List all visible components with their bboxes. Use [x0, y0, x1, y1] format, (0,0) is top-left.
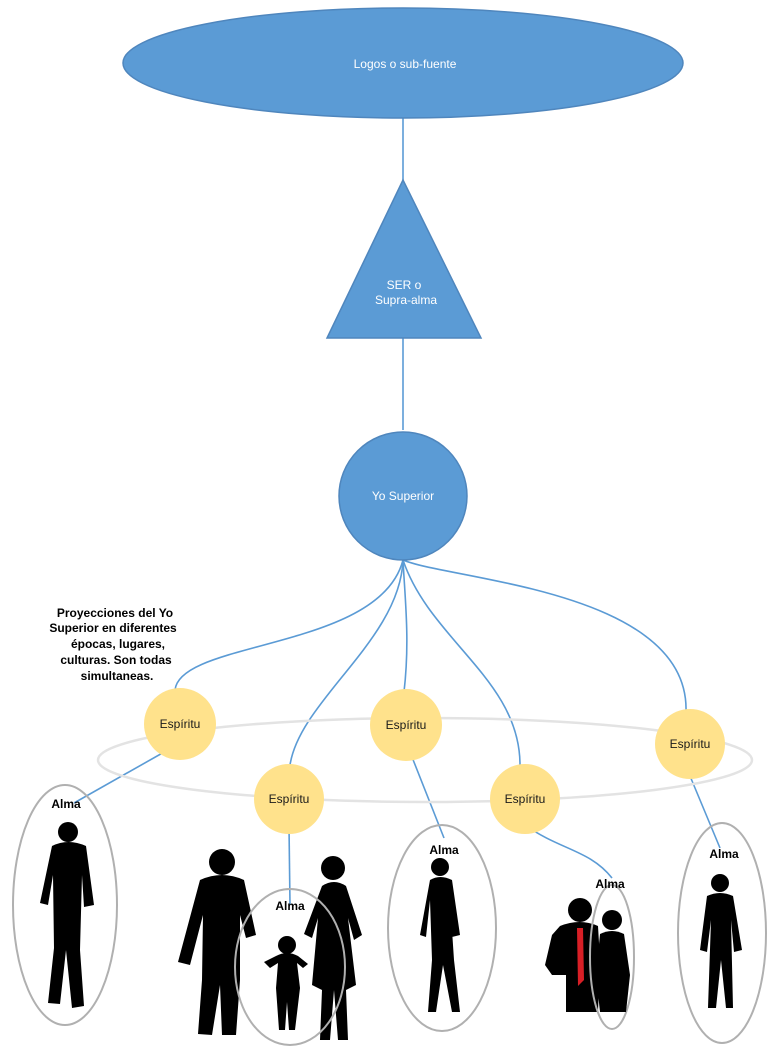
note-line-1: Proyecciones del Yo [57, 606, 173, 620]
child-silhouette-icon [264, 936, 308, 1030]
connector-yo-spirit-3 [402, 559, 408, 693]
spirit-node: Espíritu [144, 688, 216, 760]
alma-node: Alma [178, 849, 362, 1046]
connector-spirit-alma-2 [288, 825, 291, 906]
spirit-node: Espíritu [254, 764, 324, 834]
spirit-label: Espíritu [160, 717, 201, 731]
connector-spirit-alma-4 [524, 824, 613, 879]
alma-outline [677, 822, 767, 1044]
spirit-node: Espíritu [655, 709, 725, 779]
connector-spirit-alma-1 [73, 750, 167, 804]
ser-label-line2: Supra-alma [375, 293, 437, 307]
alma-node: Alma [545, 877, 635, 1030]
alma-outline [589, 884, 635, 1030]
connector-yo-spirit-5 [402, 559, 687, 713]
alma-label: Alma [595, 877, 625, 891]
spirit-node: Espíritu [370, 689, 442, 761]
spirit-label: Espíritu [505, 792, 546, 806]
connector-spirit-alma-3 [409, 751, 445, 839]
alma-node: Alma [677, 822, 767, 1044]
alma-label: Alma [275, 899, 305, 913]
adult-man-silhouette-icon [178, 849, 256, 1035]
alma-node: Alma [387, 824, 497, 1032]
woman-silhouette-icon [420, 858, 460, 1012]
logos-label: Logos o sub-fuente [354, 57, 457, 71]
man-silhouette-icon [700, 874, 742, 1008]
connector-spirit-alma-5 [689, 775, 721, 849]
alma-outline [387, 824, 497, 1032]
connector-yo-spirit-4 [402, 559, 521, 766]
alma-outline [12, 784, 118, 1026]
adult-woman-silhouette-icon [304, 856, 362, 1040]
ser-node: SER o Supra-alma [325, 178, 483, 339]
yo-superior-label: Yo Superior [372, 489, 434, 503]
note-line-5: simultaneas. [81, 669, 154, 683]
businessman-silhouette-icon [545, 898, 600, 1012]
projection-note: Proyecciones del Yo Superior en diferent… [49, 606, 177, 683]
note-line-2: Superior en diferentes [49, 621, 177, 635]
businesswoman-silhouette-icon [596, 910, 630, 1012]
alma-label: Alma [429, 843, 459, 857]
alma-node: Alma [12, 784, 118, 1026]
note-line-4: culturas. Son todas [60, 653, 172, 667]
ser-label-line1: SER o [387, 278, 422, 292]
alma-label: Alma [709, 847, 739, 861]
connector-yo-spirit-1 [174, 559, 404, 691]
alma-label: Alma [51, 797, 81, 811]
man-silhouette-icon [40, 822, 94, 1008]
yo-superior-node: Yo Superior [338, 431, 468, 561]
spirit-label: Espíritu [386, 718, 427, 732]
logos-node: Logos o sub-fuente [122, 7, 684, 119]
spirit-node: Espíritu [490, 764, 560, 834]
note-line-3: épocas, lugares, [71, 637, 165, 651]
alma-outline [234, 888, 346, 1046]
connector-yo-spirit-2 [289, 559, 404, 766]
spirit-label: Espíritu [269, 792, 310, 806]
spirit-label: Espíritu [670, 737, 711, 751]
